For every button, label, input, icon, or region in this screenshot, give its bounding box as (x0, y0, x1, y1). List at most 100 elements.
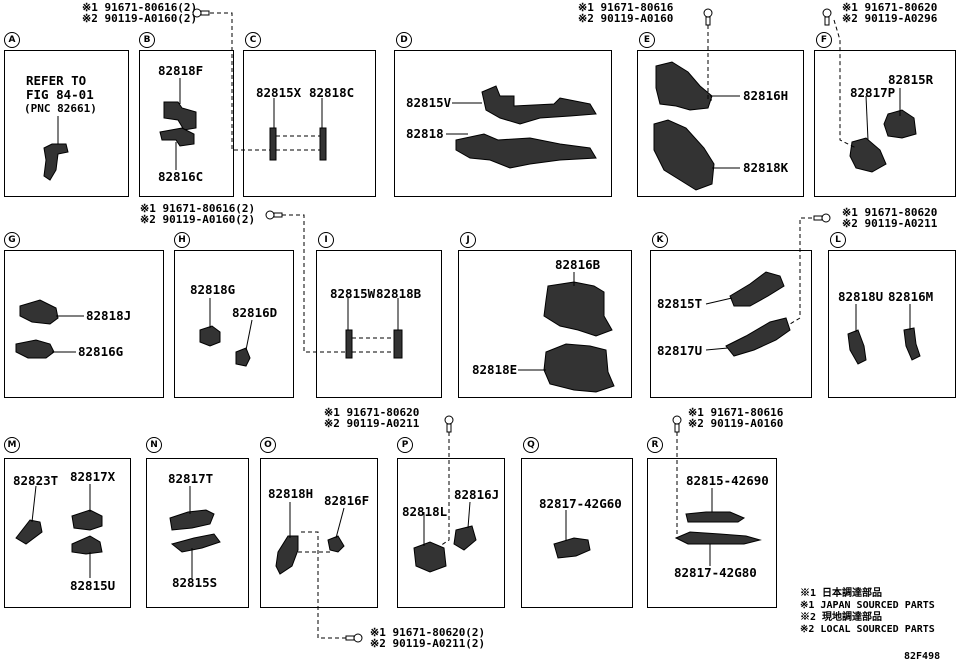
bolt-note-7-line2: ※2 90119-A0160 (688, 417, 784, 430)
panel-r (647, 458, 777, 608)
part-82816F-shape (327, 535, 345, 553)
bolt-note-3-line2: ※2 90119-A0296 (842, 12, 938, 25)
part-label: 82817X (70, 469, 116, 484)
refer-line-1: REFER TO (26, 73, 87, 88)
bolt-note-1-line1: ※1 91671-80616(2) (82, 1, 198, 14)
panel-g (4, 250, 164, 398)
bolt-note-4-line1: ※1 91671-80616(2) (140, 202, 256, 215)
part-82816B-shape (543, 281, 613, 337)
panel-label-k: K (652, 232, 668, 248)
part-label: 82818 (406, 126, 444, 141)
panel-label-o: O (260, 437, 276, 453)
part-82815X-shape (269, 127, 277, 161)
dashed-line (210, 12, 270, 151)
panel-label-j: J (460, 232, 476, 248)
panel-o (260, 458, 378, 608)
dashed-line (789, 217, 812, 325)
part-label: 82815X (256, 85, 302, 100)
bolt-note-7-line1: ※1 91671-80616 (688, 406, 784, 419)
bolt-note-8-line1: ※1 91671-80620(2) (370, 626, 486, 639)
part-82818-shape (455, 133, 597, 169)
panel-label-d: D (396, 32, 412, 48)
bolt-note-8-line2: ※2 90119-A0211(2) (370, 637, 486, 650)
part-label: 82815-42690 (686, 473, 769, 488)
bolt-icon (672, 415, 682, 433)
part-82818L-shape (413, 541, 447, 573)
part-82817U-shape (725, 317, 791, 357)
part-label: 82815T (657, 296, 703, 311)
panel-b (139, 50, 234, 197)
part-82817-42G80-shape (674, 531, 762, 545)
bolt-icon (813, 213, 831, 223)
panel-l (828, 250, 956, 398)
part-label: 82816C (158, 169, 204, 184)
part-82818E-shape (543, 343, 615, 393)
part-82817P-shape (849, 137, 887, 173)
part-label: 82818F (158, 63, 204, 78)
part-82815T-shape (729, 271, 785, 307)
bolt-note-5-line2: ※2 90119-A0211 (842, 217, 938, 230)
part-label: 82815U (70, 578, 116, 593)
part-82815-42690-shape (685, 511, 746, 523)
part-label: 82817U (657, 343, 703, 358)
panel-i (316, 250, 442, 398)
part-82816G-shape (15, 339, 55, 359)
panel-label-c: C (245, 32, 261, 48)
refer-line-2: FIG 84-01 (26, 87, 94, 102)
panel-j (458, 250, 632, 398)
part-label: 82817P (850, 85, 896, 100)
bolt-icon (444, 415, 454, 433)
bolt-note-3-line1: ※1 91671-80620 (842, 1, 938, 14)
part-82818F-shape (163, 101, 197, 131)
part-label: 82815R (888, 72, 934, 87)
panel-c (243, 50, 376, 197)
part-82818J-shape (19, 299, 59, 325)
panel-k (650, 250, 812, 398)
bolt-note-2-line2: ※2 90119-A0160 (578, 12, 674, 25)
part-label: 82816D (232, 305, 278, 320)
part-82816M-shape (903, 327, 921, 361)
dashed-line (276, 135, 320, 151)
part-82823T-shape (15, 519, 43, 545)
part-82817X-shape (71, 509, 103, 531)
part-82816C-shape (159, 127, 195, 147)
panel-h (174, 250, 294, 398)
part-label: 82816M (888, 289, 934, 304)
dashed-line (707, 25, 712, 101)
part-label: 82818B (376, 286, 422, 301)
part-82818B-shape (393, 329, 403, 359)
part-label: 82818K (743, 160, 789, 175)
part-label: 82818J (86, 308, 132, 323)
diagram-id: 82F498 (904, 651, 941, 662)
dashed-line (352, 337, 394, 353)
legend-line: ※1 日本調達部品 (800, 588, 883, 599)
part-82815U-shape (71, 535, 103, 555)
bolt-note-4-line2: ※2 90119-A0160(2) (140, 213, 256, 226)
panel-label-p: P (397, 437, 413, 453)
panel-label-a: A (4, 32, 20, 48)
part-82815W-shape (345, 329, 353, 359)
part-82817-42G60-shape (553, 537, 591, 559)
bolt-icon (265, 210, 283, 220)
panel-label-f: F (816, 32, 832, 48)
panel-label-i: I (318, 232, 334, 248)
legend-line: ※2 現地調達部品 (800, 612, 883, 623)
panel-d (394, 50, 612, 197)
panel-label-l: L (830, 232, 846, 248)
part-a-bracket (43, 143, 69, 181)
panel-p (397, 458, 505, 608)
part-label: 82816G (78, 344, 124, 359)
part-82818K-shape (653, 119, 715, 191)
legend-line: ※2 LOCAL SOURCED PARTS (800, 624, 935, 635)
bolt-icon (345, 633, 363, 643)
panel-e (637, 50, 804, 197)
part-label: 82823T (13, 473, 59, 488)
part-label: 82815W (330, 286, 376, 301)
refer-line-3: (PNC 82661) (24, 102, 97, 115)
part-label: 82818H (268, 486, 314, 501)
panel-q (521, 458, 633, 608)
part-82815S-shape (170, 533, 221, 553)
part-label: 82817-42G60 (539, 496, 622, 511)
part-label: 82817T (168, 471, 214, 486)
